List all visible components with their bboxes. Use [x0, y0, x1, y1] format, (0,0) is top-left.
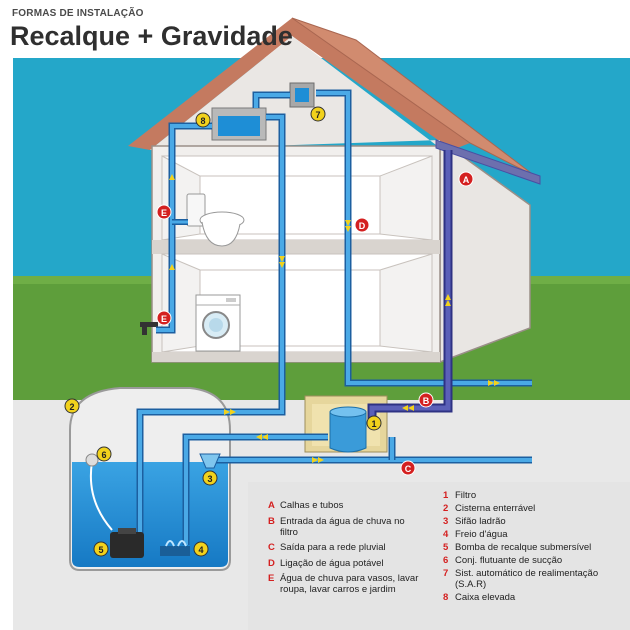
roof-gutter: [435, 139, 541, 185]
marker-C: C: [400, 460, 416, 476]
caixa-elevada-tank: [211, 107, 267, 141]
svg-text:E: E: [161, 208, 167, 218]
svg-text:C: C: [405, 464, 412, 474]
svg-text:1: 1: [371, 419, 376, 429]
marker-3: 3: [202, 470, 218, 486]
svg-text:7: 7: [315, 110, 320, 120]
sar-box: [289, 82, 315, 108]
svg-text:B: B: [423, 396, 430, 406]
svg-text:6: 6: [101, 450, 106, 460]
marker-E-lower: E: [156, 310, 172, 326]
marker-4: 4: [193, 541, 209, 557]
conj-flutuante: [85, 453, 113, 531]
svg-text:A: A: [463, 175, 470, 185]
garden-tap: [140, 322, 158, 335]
washing-machine: [195, 294, 241, 352]
marker-A: A: [458, 171, 474, 187]
bomba-recalque: [110, 528, 144, 558]
svg-text:5: 5: [98, 545, 103, 555]
marker-7: 7: [310, 106, 326, 122]
svg-text:3: 3: [207, 474, 212, 484]
svg-text:D: D: [359, 221, 366, 231]
marker-2: 2: [64, 398, 80, 414]
marker-B: B: [418, 392, 434, 408]
svg-text:E: E: [161, 314, 167, 324]
house-roof: [128, 18, 470, 150]
header-subtitle: FORMAS DE INSTALAÇÃO: [12, 8, 144, 19]
svg-text:8: 8: [200, 116, 205, 126]
marker-E-upper: E: [156, 204, 172, 220]
marker-D: D: [354, 217, 370, 233]
svg-text:4: 4: [198, 545, 203, 555]
marker-1: 1: [366, 415, 382, 431]
sifao-ladrao: [199, 453, 221, 469]
legend-panel: [248, 482, 630, 630]
marker-6: 6: [96, 446, 112, 462]
freio-dagua: [160, 540, 190, 556]
marker-8: 8: [195, 112, 211, 128]
toilet: [186, 193, 245, 247]
svg-text:2: 2: [69, 402, 74, 412]
page-title: Recalque + Gravidade: [10, 21, 293, 51]
marker-5: 5: [93, 541, 109, 557]
filtro: [329, 411, 367, 453]
flow-arrows: [169, 174, 500, 463]
